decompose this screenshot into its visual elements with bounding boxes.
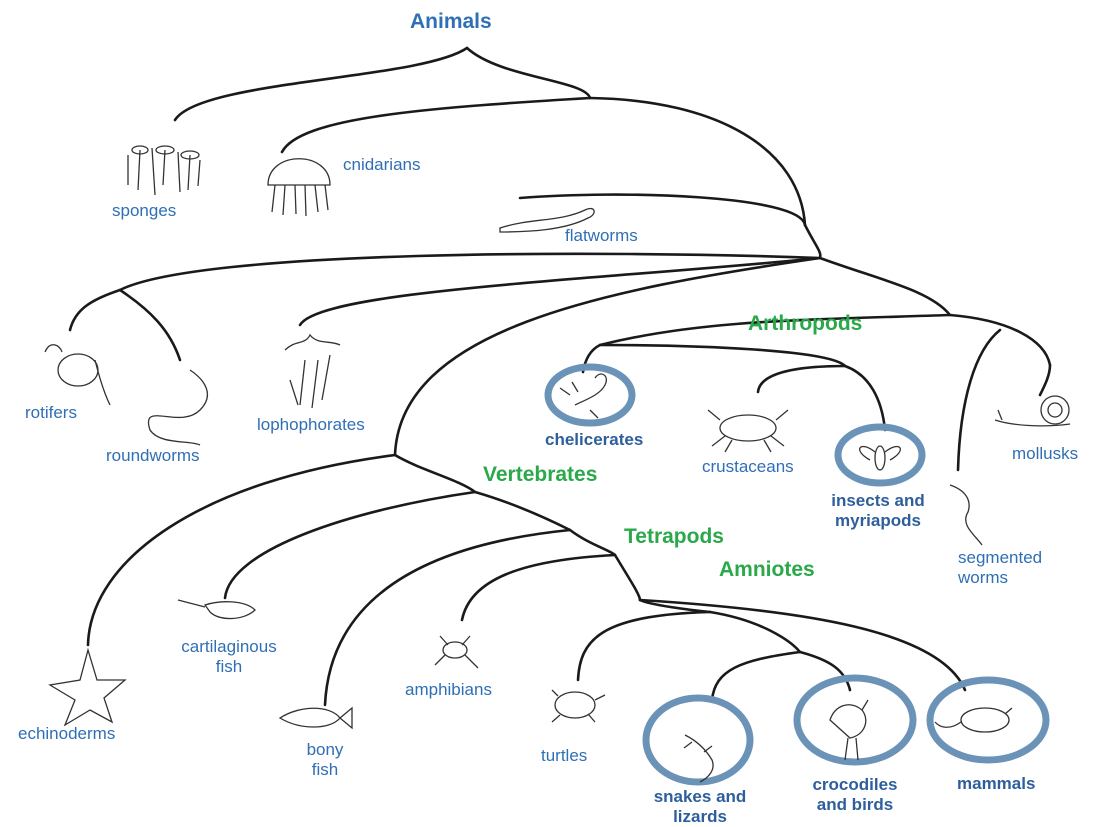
roundworm-icon — [148, 370, 207, 445]
branch-deuterostomes — [395, 258, 820, 455]
branch-echinoderms — [88, 455, 395, 645]
branch-sponges — [175, 48, 467, 120]
branch-crustaceans — [758, 366, 845, 392]
scorpion-icon — [560, 374, 606, 418]
label-amphibians: amphibians — [405, 680, 492, 700]
branch-rotifer-clade — [120, 254, 820, 290]
branch-segmented-worms — [958, 330, 1000, 470]
diagram-title: Animals — [410, 10, 492, 34]
rooster-icon — [830, 700, 868, 760]
branch-lophotrochozoa — [950, 315, 1050, 365]
label-snakes-lizards: snakes and lizards — [635, 787, 765, 827]
branch-cnidarians — [282, 98, 590, 152]
branch-roundworms — [120, 290, 180, 360]
branch-protostomes — [820, 258, 950, 315]
label-echinoderms: echinoderms — [18, 724, 115, 744]
label-insects-myriapods: insects and myriapods — [818, 491, 938, 531]
branch-rotifers — [70, 290, 120, 330]
clade-vertebrates: Vertebrates — [483, 463, 597, 487]
label-rotifers: rotifers — [25, 403, 77, 423]
label-mollusks: mollusks — [1012, 444, 1078, 464]
label-turtles: turtles — [541, 746, 587, 766]
lophophorate-icon — [285, 335, 340, 408]
branch-diapsids — [710, 612, 800, 652]
branch-root-main — [467, 48, 590, 98]
snail-icon — [995, 396, 1070, 426]
rodent-icon — [935, 708, 1012, 732]
label-sponges: sponges — [112, 201, 176, 221]
branch-lower-split — [805, 225, 820, 258]
insect-icon — [860, 446, 901, 470]
crab-icon — [708, 410, 788, 452]
label-segmented-worms: segmented worms — [958, 548, 1042, 588]
branch-amphibians — [462, 555, 615, 620]
label-chelicerates: chelicerates — [545, 430, 643, 450]
branch-mandibulates — [600, 345, 845, 366]
frog-icon — [435, 636, 478, 668]
label-flatworms: flatworms — [565, 226, 638, 246]
clade-tetrapods: Tetrapods — [624, 525, 724, 549]
branch-bony-fish — [325, 530, 570, 705]
branch-mollusks — [1040, 365, 1050, 395]
branch-amniotes — [615, 555, 640, 600]
highlight-ring-snakes — [646, 698, 750, 782]
fish-icon — [280, 708, 352, 728]
segmented-worm-icon — [950, 485, 982, 545]
branch-cartilaginous — [225, 492, 475, 598]
branch-osteichthyes — [475, 492, 570, 530]
label-roundworms: roundworms — [106, 446, 200, 466]
branch-turtles — [578, 612, 710, 680]
branch-insects — [845, 366, 885, 430]
branch-vertebrates — [395, 455, 475, 492]
jellyfish-icon — [268, 159, 330, 216]
turtle-icon — [552, 690, 605, 722]
clade-amniotes: Amniotes — [719, 558, 815, 582]
label-crustaceans: crustaceans — [702, 457, 794, 477]
highlight-ring-insects — [838, 427, 922, 483]
branch-flatworms — [520, 195, 805, 225]
label-cnidarians: cnidarians — [343, 155, 421, 175]
highlight-ring-crocodiles — [797, 678, 913, 762]
sponge-icon — [128, 146, 200, 195]
label-cartilaginous-fish: cartilaginous fish — [164, 637, 294, 677]
highlight-ring-chelicerates — [548, 367, 632, 423]
starfish-icon — [50, 650, 125, 725]
branch-lophophorates — [300, 258, 820, 325]
ray-icon — [178, 600, 255, 619]
highlight-ring-mammals — [930, 680, 1046, 760]
lizard-icon — [684, 735, 713, 782]
clade-arthropods: Arthropods — [748, 312, 862, 336]
label-lophophorates: lophophorates — [257, 415, 365, 435]
label-mammals: mammals — [957, 774, 1035, 794]
branch-tetrapods — [570, 530, 615, 555]
label-crocodiles-birds: crocodiles and birds — [795, 775, 915, 815]
branch-snakes — [712, 652, 800, 700]
label-bony-fish: bony fish — [290, 740, 360, 780]
rotifer-icon — [45, 345, 110, 405]
